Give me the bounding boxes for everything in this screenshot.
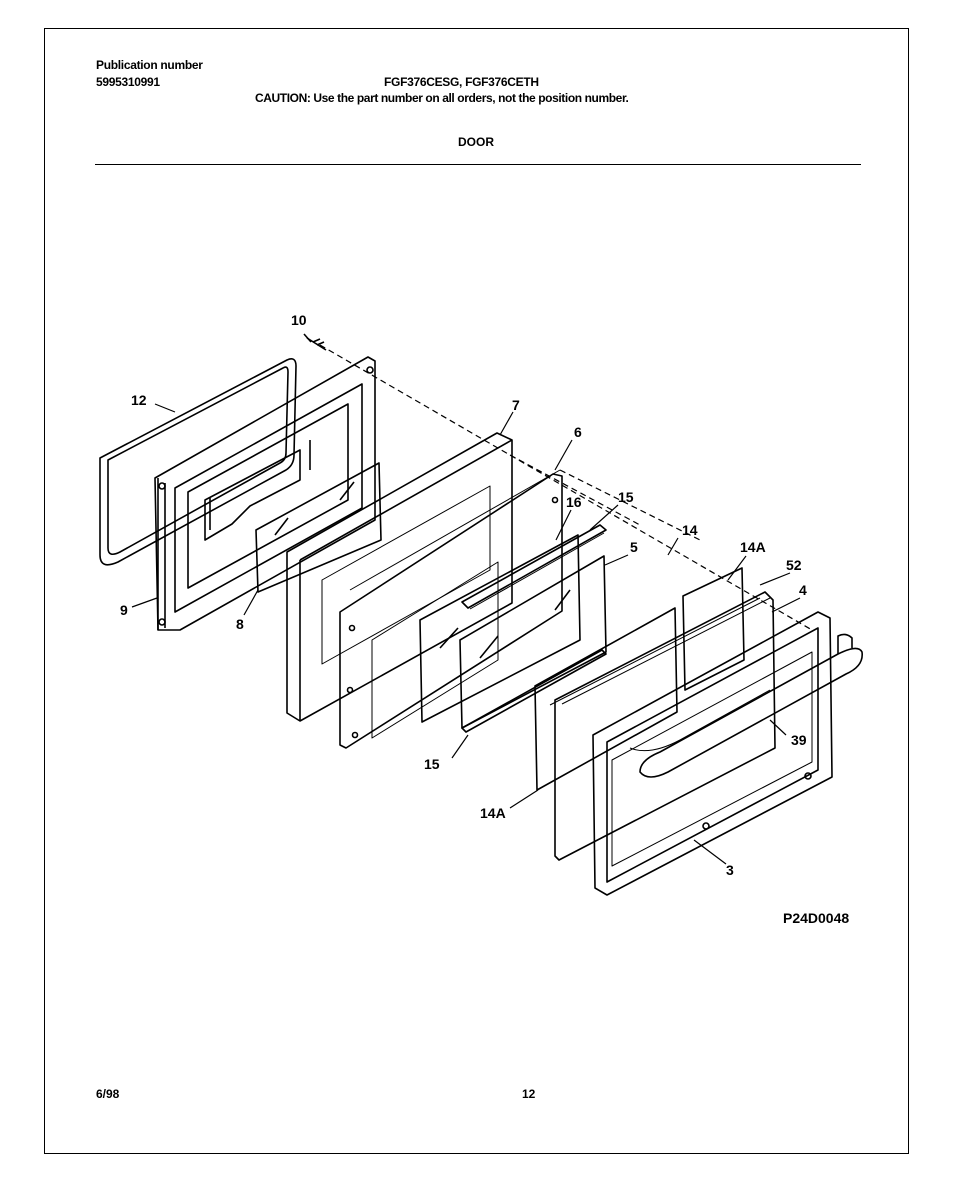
callout-labels: 10 12 9 8 7 6 16 15 14 5 14A 52 4 39 15 … — [120, 312, 807, 878]
callout-label: 15 — [618, 489, 634, 505]
door-liner-part-9 — [154, 356, 376, 631]
outer-glass-part-4 — [549, 591, 776, 861]
callout-label: 39 — [791, 732, 807, 748]
callout-label: 14A — [480, 805, 506, 821]
callout-label: 14 — [682, 522, 698, 538]
glass-part-5 — [419, 534, 607, 729]
gasket-part-12 — [99, 358, 297, 566]
assembly-dashed-lines — [319, 344, 813, 631]
header-divider — [95, 164, 861, 165]
footer-date: 6/98 — [96, 1087, 120, 1101]
callout-label: 3 — [726, 862, 734, 878]
screw-part-10 — [303, 333, 327, 351]
publication-label: Publication number — [96, 58, 203, 72]
glass-part-8 — [255, 462, 382, 593]
callout-label: 14A — [740, 539, 766, 555]
callout-label: 16 — [566, 494, 582, 510]
page-border — [44, 28, 909, 1154]
model-numbers: FGF376CESG, FGF376CETH — [384, 75, 539, 89]
callout-label: 5 — [630, 539, 638, 555]
callout-label: 10 — [291, 312, 307, 328]
insulation-part-7 — [286, 432, 513, 722]
callout-label: 7 — [512, 397, 520, 413]
callout-label: 4 — [799, 582, 807, 598]
callout-leader-lines — [131, 403, 801, 865]
diagram-code: P24D0048 — [783, 910, 850, 926]
page-number: 12 — [522, 1087, 536, 1101]
inner-panel-part-6 — [339, 469, 563, 749]
callout-label: 12 — [131, 392, 147, 408]
outer-door-frame-part-3 — [592, 611, 833, 896]
publication-number: 5995310991 — [96, 75, 160, 89]
section-title: DOOR — [458, 135, 494, 149]
glass-channel-parts — [461, 524, 607, 733]
callout-label: 15 — [424, 756, 440, 772]
panel-part-14 — [534, 567, 745, 791]
caution-note: CAUTION: Use the part number on all orde… — [255, 91, 629, 105]
callout-label: 8 — [236, 616, 244, 632]
callout-label: 9 — [120, 602, 128, 618]
handle-part — [639, 633, 863, 778]
callout-label: 6 — [574, 424, 582, 440]
callout-label: 52 — [786, 557, 802, 573]
